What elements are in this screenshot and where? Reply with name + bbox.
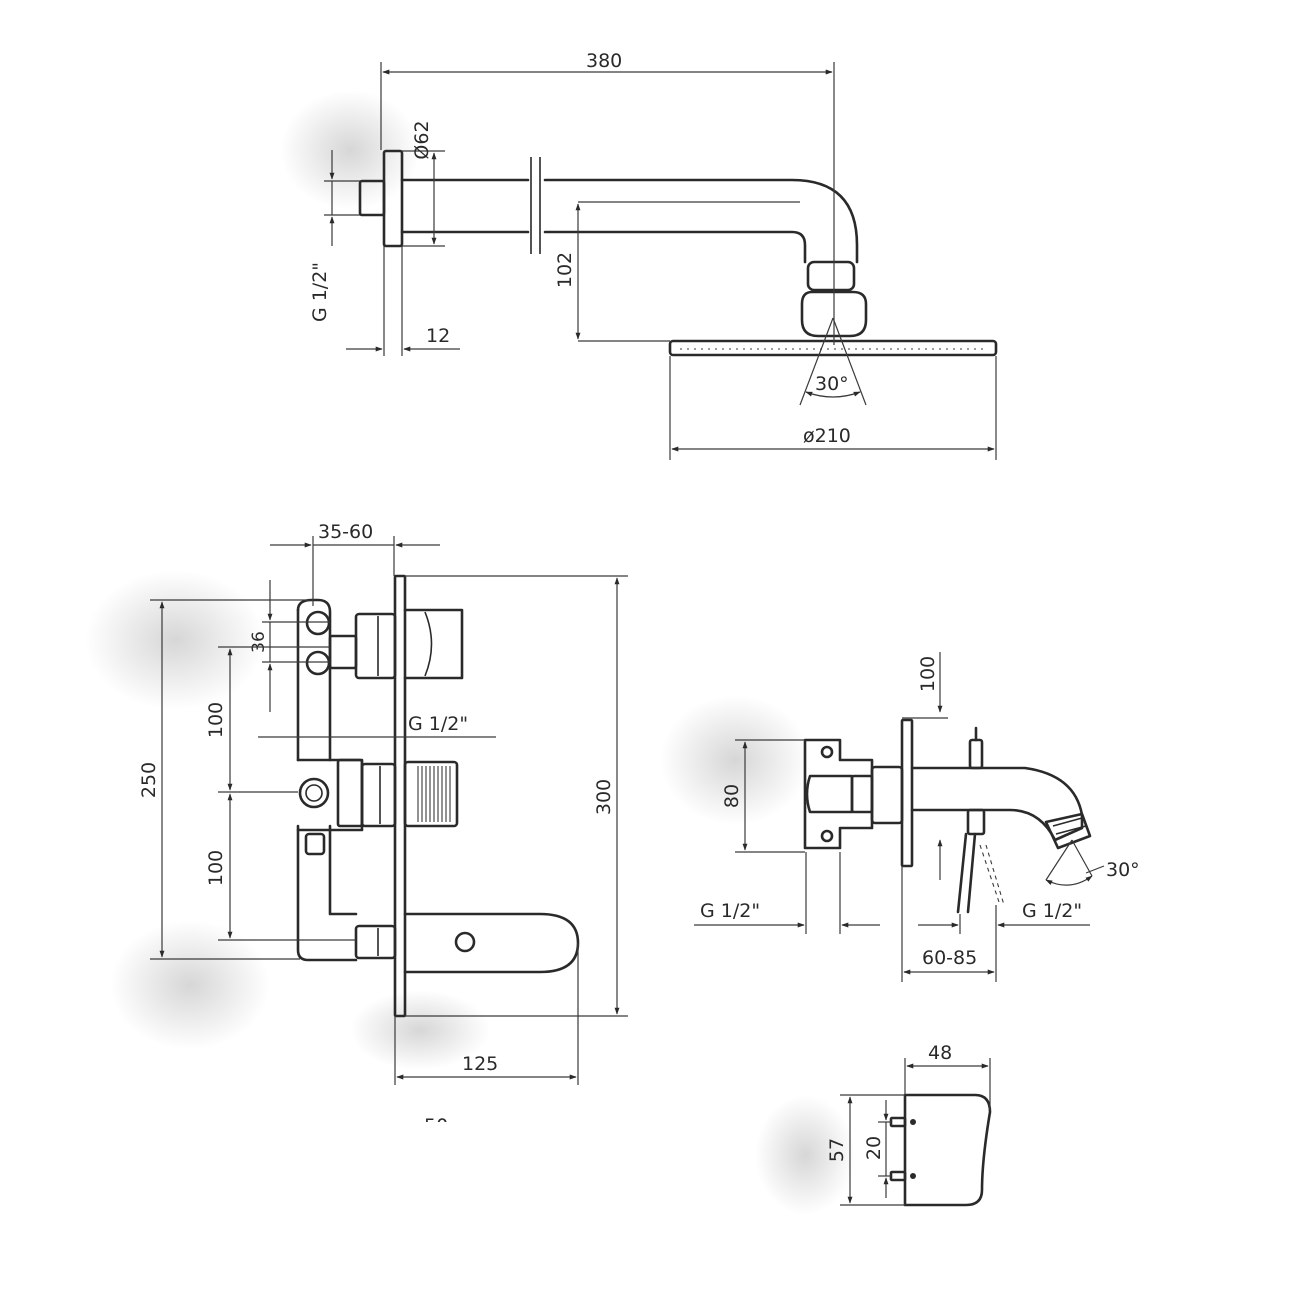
dim-holder-57: 57: [826, 1138, 848, 1162]
bath-mixer-dimensions: 100 80 30° G 1/2" G 1/2" 60-85: [694, 652, 1140, 982]
dim-bath-80: 80: [721, 784, 743, 808]
shower-arm-drawing: 30°: [358, 149, 998, 406]
mixer-handle: [403, 760, 459, 828]
diverter-body: [354, 612, 397, 680]
dim-arm-thread: G 1/2": [309, 262, 331, 322]
dim-bath-thread-right: G 1/2": [1022, 900, 1082, 922]
dim-35-60: 35-60: [318, 521, 373, 543]
valve-body: [296, 598, 332, 762]
dim-holder-48: 48: [928, 1042, 952, 1064]
dim-bath-thread-left: G 1/2": [700, 900, 760, 922]
ball-joint: [806, 260, 856, 292]
diverter-knob: [403, 608, 464, 680]
spray-angle-label: 30°: [815, 373, 849, 395]
holder-drawing: [889, 1093, 992, 1207]
dim-50-partial: 50: [424, 1115, 448, 1137]
shower-head: [668, 339, 998, 357]
concealed-mixer-dimensions: 35-60 250 36 100 100 G 1/2" 300 125: [138, 521, 628, 1137]
dim-102: 102: [554, 252, 576, 288]
bath-mixer-drawing: [803, 718, 1092, 914]
background-shading: [85, 90, 855, 1215]
diverter-handle: [956, 832, 977, 914]
dim-holder-20: 20: [863, 1136, 885, 1160]
arm-break-symbol: [530, 157, 541, 254]
wall-flange: [382, 149, 404, 248]
dim-12: 12: [426, 325, 450, 347]
dim-100-lower: 100: [205, 850, 227, 886]
dim-flange-diameter: Ø62: [411, 120, 433, 159]
bath-mixer-body: [803, 738, 874, 850]
dim-bath-60-85: 60-85: [922, 947, 977, 969]
shower-arm-dimensions: 380 Ø62 102 G 1/2" 12 ø210: [309, 50, 997, 460]
knurl-pattern: [417, 766, 451, 822]
dim-100-upper: 100: [205, 702, 227, 738]
bath-spout: [403, 912, 580, 974]
dim-36: 36: [249, 631, 269, 653]
dim-head-diameter: ø210: [803, 425, 851, 447]
dim-bath-angle: 30°: [1106, 859, 1140, 881]
dim-125: 125: [462, 1053, 498, 1075]
bath-mixer-spout: [910, 766, 1084, 842]
valve-port: [298, 777, 330, 809]
dim-380: 380: [586, 50, 622, 72]
bath-wall-plate: [900, 718, 914, 868]
lever-knob: [968, 738, 984, 770]
holder-body: [903, 1093, 992, 1207]
wall-plate: [393, 574, 407, 1018]
holder-dimensions: 48 57 20: [826, 1042, 991, 1206]
dim-bath-100: 100: [917, 656, 939, 692]
dim-250: 250: [138, 762, 160, 798]
head-connector: [800, 290, 868, 338]
dim-mixer-thread: G 1/2": [408, 713, 468, 735]
spout-button: [454, 931, 476, 953]
dim-300: 300: [593, 779, 615, 815]
concealed-mixer-drawing: [296, 574, 580, 1018]
